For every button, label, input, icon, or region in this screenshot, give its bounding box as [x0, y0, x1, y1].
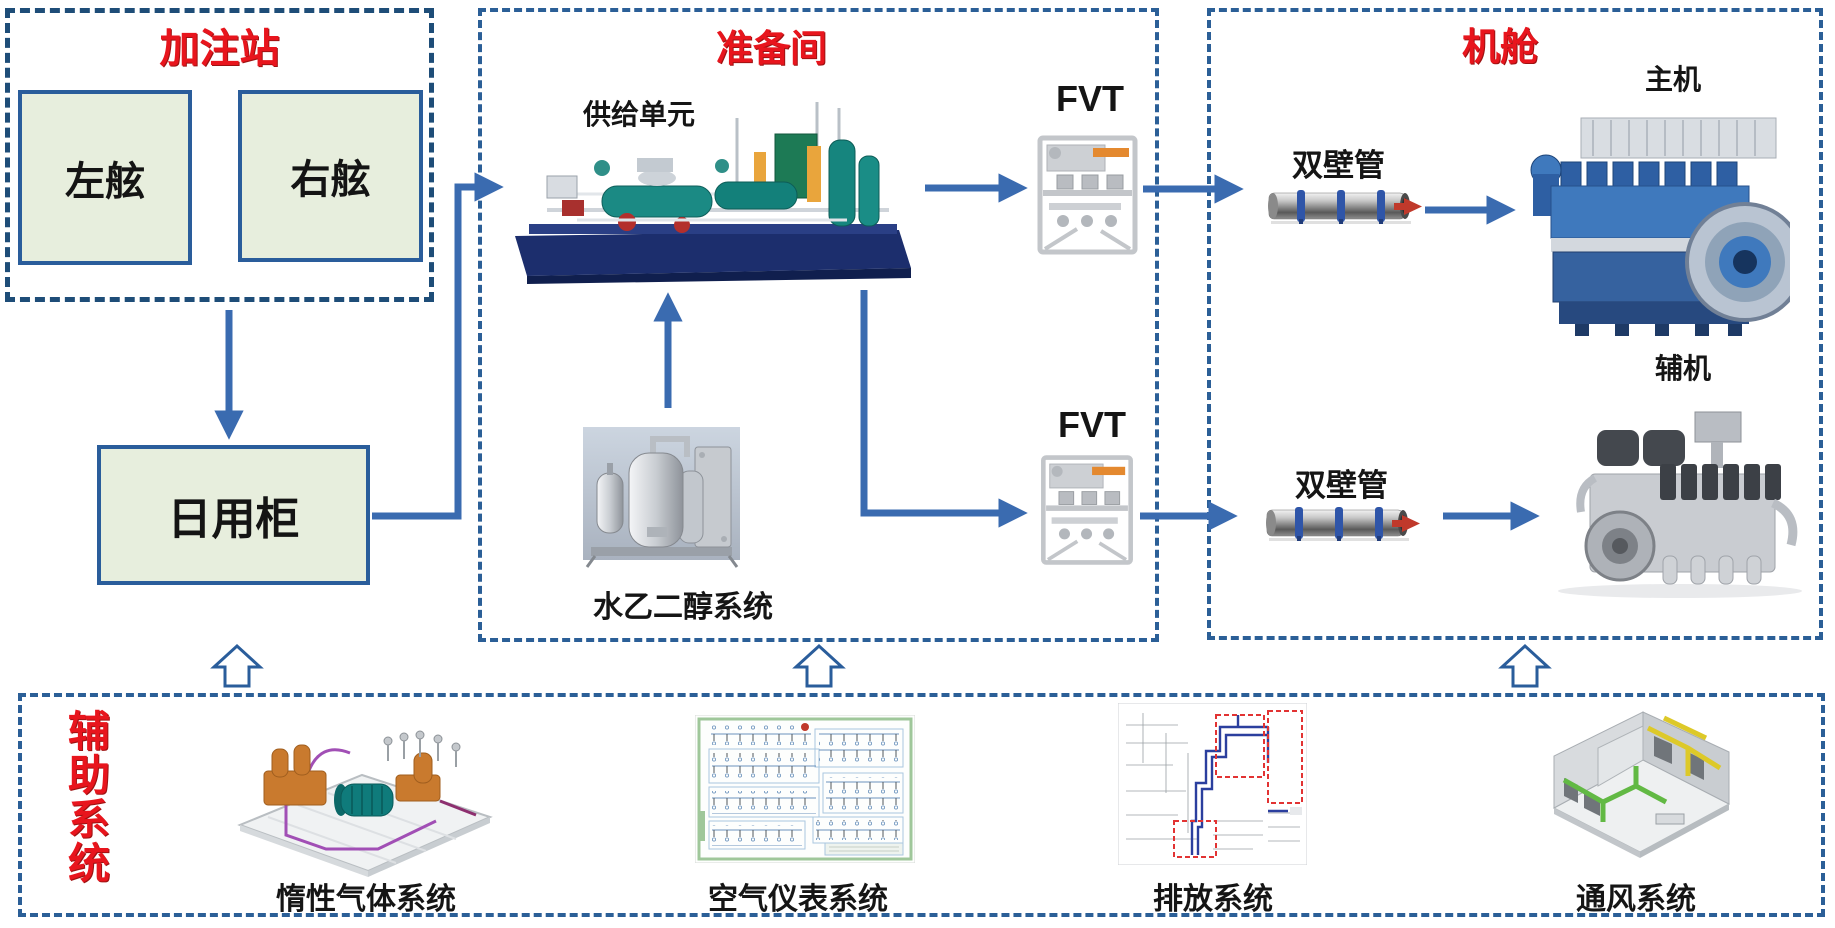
main-engine-image: [1530, 117, 1790, 336]
fvt-bottom-image: [1041, 455, 1133, 565]
discharge-system-label: 排放系统: [1153, 883, 1273, 916]
arrow-aux-to-engine-room: [1498, 643, 1552, 688]
aux-title-char: 辅: [68, 708, 111, 755]
supply-unit-image: [515, 102, 911, 284]
starboard-label: 右舷: [290, 158, 371, 202]
port-label: 左舷: [65, 159, 145, 204]
region-bunkering-station: [5, 8, 434, 302]
air-instrument-system-image: [695, 715, 915, 863]
bunkering-station-title: 加注站: [159, 27, 280, 71]
fvt-top-label: FVT: [1056, 78, 1124, 119]
double-wall-pipe-bottom-label: 双壁管: [1295, 468, 1388, 503]
engine-room-title: 机舱: [1462, 27, 1539, 69]
preparation-room-title: 准备间: [716, 28, 827, 69]
port-box: 左舷: [18, 90, 192, 265]
aux-title-char: 系: [68, 796, 111, 844]
ventilation-system-image: [1552, 711, 1731, 858]
inert-gas-system-image: [237, 730, 493, 877]
main-engine-label: 主机: [1645, 64, 1702, 95]
aux-engine-image: [1558, 411, 1802, 598]
region-engine-room: [1207, 8, 1823, 640]
aux-engine-label: 辅机: [1655, 353, 1712, 384]
discharge-system-image: [1118, 703, 1307, 865]
region-auxiliary-systems: [18, 693, 1825, 917]
supply-unit-label: 供给单元: [583, 99, 696, 130]
auxiliary-systems-title: 辅 助 系 统: [68, 708, 111, 888]
day-tank-label: 日用柜: [167, 495, 300, 544]
aux-title-char: 统: [68, 840, 111, 888]
arrow-aux-to-preparation-room: [792, 643, 846, 688]
aux-title-char: 助: [68, 752, 111, 800]
ventilation-system-label: 通风系统: [1576, 883, 1696, 916]
double-wall-pipe-bottom-image: [1266, 507, 1420, 541]
double-wall-pipe-top-label: 双壁管: [1292, 148, 1385, 183]
glycol-system-label: 水乙二醇系统: [593, 591, 773, 624]
air-instrument-system-label: 空气仪表系统: [708, 883, 888, 916]
fvt-top-image: [1037, 135, 1138, 255]
double-wall-pipe-top-image: [1268, 190, 1422, 224]
inert-gas-system-label: 惰性气体系统: [276, 883, 456, 916]
fvt-bottom-label: FVT: [1058, 404, 1126, 445]
glycol-system-image: [583, 427, 740, 568]
arrow-aux-to-daytank: [210, 643, 264, 688]
day-tank-box: 日用柜: [97, 445, 370, 585]
starboard-box: 右舷: [238, 90, 423, 262]
